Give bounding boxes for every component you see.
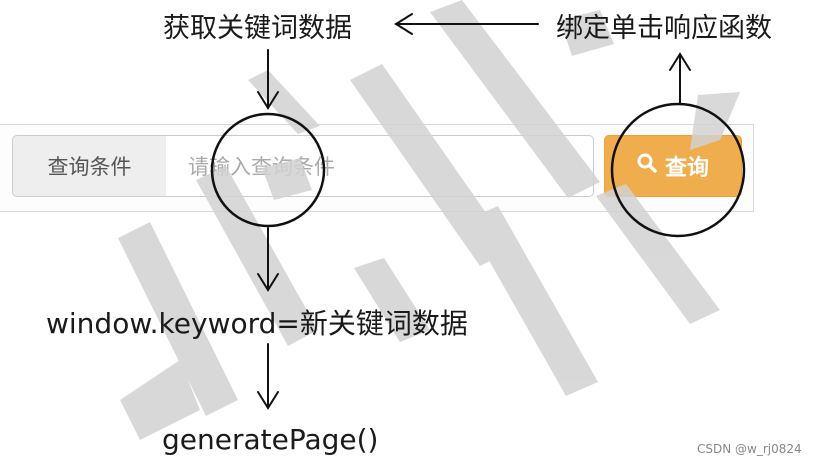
bind-handler-label: 绑定单击响应函数	[556, 13, 772, 44]
addon-label: 查询条件	[47, 155, 132, 179]
source-credit: CSDN @w_rj0824	[697, 442, 802, 456]
search-icon	[637, 153, 657, 179]
button-highlight-circle	[610, 102, 746, 238]
search-button[interactable]: 查询	[604, 135, 742, 197]
watermark-strokes	[118, 0, 740, 440]
generate-page-label: generatePage()	[162, 423, 379, 456]
get-keyword-label: 获取关键词数据	[163, 13, 352, 44]
input-highlight-circle	[210, 112, 326, 228]
keyword-assignment-label: window.keyword=新关键词数据	[46, 307, 468, 340]
arrows	[257, 13, 691, 410]
search-button-label: 查询	[664, 156, 709, 181]
search-condition-addon: 查询条件	[12, 135, 167, 197]
